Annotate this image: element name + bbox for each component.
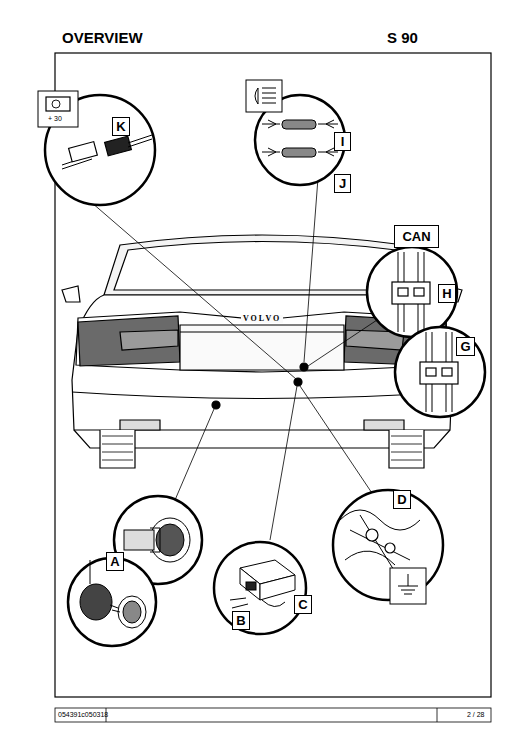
model-name: S 90 (387, 30, 418, 45)
page-number: 2 / 28 (467, 711, 485, 718)
callout-letter: G (460, 340, 470, 353)
callout-box: J (334, 174, 351, 193)
callout-box: K (112, 117, 130, 136)
callout-box: I (334, 132, 351, 151)
bus-label-box: CAN (394, 225, 439, 248)
callout-letter: CAN (402, 230, 430, 243)
callout-box: H (438, 284, 456, 303)
car-badge: VOLVO (241, 315, 283, 323)
callout-box: C (294, 595, 312, 614)
callout-letter: I (341, 135, 345, 148)
callout-letter: B (236, 614, 245, 627)
callout-box: A (106, 552, 124, 571)
page-title: OVERVIEW (62, 30, 143, 45)
callout-letter: J (339, 177, 346, 190)
callout-box: D (393, 490, 411, 509)
callout-letter: D (397, 493, 406, 506)
terminal-label: + 30 (48, 115, 62, 122)
callout-box: B (232, 611, 250, 630)
callout-box: G (456, 337, 475, 356)
callout-letter: A (110, 555, 119, 568)
callout-letter: C (298, 598, 307, 611)
document-number: 054391c050318 (58, 711, 108, 718)
callout-letter: H (442, 287, 451, 300)
callout-letter: K (116, 120, 125, 133)
